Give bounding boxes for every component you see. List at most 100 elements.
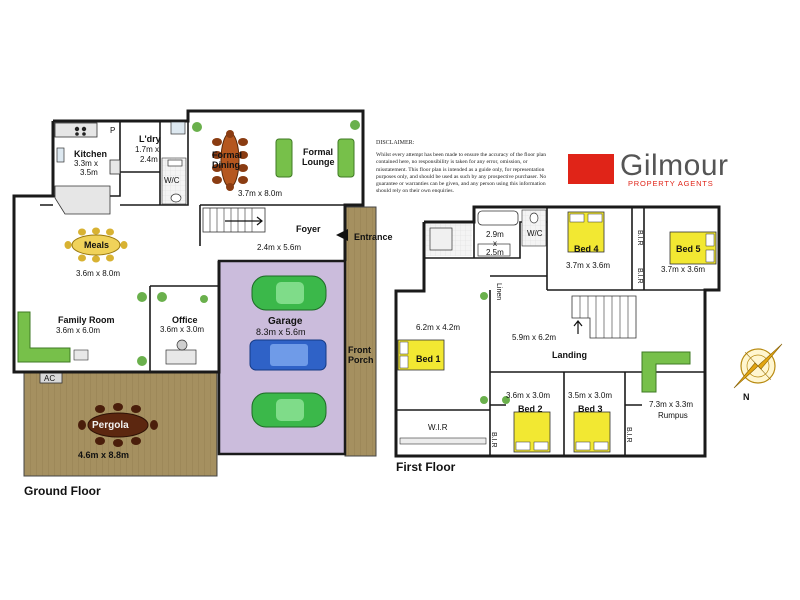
bed4-label: Bed 4 bbox=[574, 244, 599, 254]
dining-lounge-dim: 3.7m x 8.0m bbox=[238, 189, 282, 198]
toilet-icon bbox=[529, 212, 539, 224]
car-icon bbox=[251, 392, 327, 428]
ground-floor-title: Ground Floor bbox=[24, 484, 101, 498]
car-icon bbox=[251, 275, 327, 311]
toilet-icon bbox=[170, 193, 182, 203]
bed-icon bbox=[669, 231, 717, 265]
brand-logo: Gilmour PROPERTY AGENTS bbox=[568, 150, 728, 190]
formal-dining-label: Dining bbox=[212, 160, 240, 170]
wc-label: W/C bbox=[164, 176, 180, 185]
fridge bbox=[109, 159, 121, 175]
office-dim: 3.6m x 3.0m bbox=[160, 325, 204, 334]
disclaimer-line: guarantee or warranties can be given, an… bbox=[376, 181, 546, 188]
bathroom-dim: x bbox=[493, 239, 497, 248]
garage-dim: 8.3m x 5.6m bbox=[256, 327, 306, 337]
meals-table-icon bbox=[64, 227, 128, 263]
plant-icon bbox=[480, 292, 510, 404]
bed1-label: Bed 1 bbox=[416, 354, 441, 364]
brand-name: Gilmour bbox=[620, 149, 729, 182]
pergola-table-icon bbox=[78, 403, 158, 447]
linen-label: Linen bbox=[495, 283, 502, 300]
sink-icon bbox=[56, 147, 65, 163]
lounge-sofas-icon bbox=[275, 138, 355, 178]
first-floor-title: First Floor bbox=[396, 460, 456, 474]
brand-tagline: PROPERTY AGENTS bbox=[628, 179, 714, 188]
kitchen-bench bbox=[54, 185, 111, 215]
landing-label: Landing bbox=[552, 350, 587, 360]
ground-floor-plan: Kitchen 3.3m x 3.5m P L'dry 1.7m x 2.4m … bbox=[12, 109, 393, 477]
formal-dining-label: Formal bbox=[212, 150, 242, 160]
first-floor-plan: 2.9m x 2.5m W/C Bed 4 3.7m x 3.6m B.I.R … bbox=[394, 205, 721, 458]
bed-icon bbox=[567, 211, 605, 253]
basin-icon bbox=[167, 159, 183, 167]
disclaimer-line: misstatement. This floor plan is intende… bbox=[376, 166, 545, 173]
disclaimer-line: should rely on their own enquiries. bbox=[376, 188, 454, 195]
vanity-icon bbox=[477, 243, 511, 257]
shower-icon bbox=[429, 227, 453, 251]
kitchen-dim: 3.5m bbox=[80, 168, 98, 177]
bed1-dim: 6.2m x 4.2m bbox=[416, 323, 460, 332]
bed-icon bbox=[397, 339, 445, 371]
meals-dim: 3.6m x 8.0m bbox=[76, 269, 120, 278]
pantry-label: P bbox=[110, 126, 115, 135]
first-interior-walls bbox=[396, 207, 719, 456]
disclaimer: DISCLAIMER: Whilst every attempt has bee… bbox=[376, 140, 562, 195]
meals-label: Meals bbox=[84, 240, 109, 250]
laundry-tub-icon bbox=[170, 121, 186, 135]
disclaimer-title: DISCLAIMER: bbox=[376, 140, 415, 146]
wir-label: W.I.R bbox=[428, 423, 448, 432]
bed-icon bbox=[513, 411, 551, 453]
bir3-label: B.I.R bbox=[625, 427, 632, 443]
bir4-label: B.I.R bbox=[636, 230, 643, 246]
ac-label: AC bbox=[44, 374, 55, 383]
bed4-dim: 3.7m x 3.6m bbox=[566, 261, 610, 270]
foyer-label: Foyer bbox=[296, 224, 321, 234]
entrance-label: Entrance bbox=[354, 232, 393, 242]
bir2-label: B.I.R bbox=[490, 432, 497, 448]
bathtub-icon bbox=[477, 210, 519, 226]
kitchen-dim: 3.3m x bbox=[74, 159, 98, 168]
wc-label: W/C bbox=[527, 229, 543, 238]
rumpus-dim: 7.3m x 3.3m bbox=[649, 400, 693, 409]
wir-shelf bbox=[399, 437, 487, 445]
bed-icon bbox=[573, 411, 611, 453]
front-porch-label: Front bbox=[348, 345, 371, 355]
office-desk-icon bbox=[165, 339, 197, 365]
disclaimer-line: purposes only, and should be used as suc… bbox=[376, 173, 547, 180]
bathroom-dim: 2.5m bbox=[486, 248, 504, 257]
front-porch-deck bbox=[344, 206, 377, 457]
office-label: Office bbox=[172, 315, 198, 325]
formal-lounge-label: Formal bbox=[303, 147, 333, 157]
bed5-label: Bed 5 bbox=[676, 244, 701, 254]
bed2-dim: 3.6m x 3.0m bbox=[506, 391, 550, 400]
laundry-dim: 1.7m x bbox=[135, 145, 159, 154]
family-room-dim: 3.6m x 6.0m bbox=[56, 326, 100, 335]
stairs-icon bbox=[571, 295, 637, 339]
rumpus-label: Rumpus bbox=[658, 411, 688, 420]
rumpus-sofa-icon bbox=[641, 351, 691, 393]
disclaimer-line: Whilst every attempt has been made to en… bbox=[376, 152, 547, 159]
foyer-dim: 2.4m x 5.6m bbox=[257, 243, 301, 252]
pergola-dim: 4.6m x 8.8m bbox=[78, 450, 129, 460]
bed5-dim: 3.7m x 3.6m bbox=[661, 265, 705, 274]
compass-icon: N bbox=[733, 343, 783, 402]
pergola-label: Pergola bbox=[92, 420, 129, 431]
ground-interior-walls bbox=[40, 121, 345, 372]
bed3-label: Bed 3 bbox=[578, 404, 603, 414]
bed3-dim: 3.5m x 3.0m bbox=[568, 391, 612, 400]
bed2-label: Bed 2 bbox=[518, 404, 543, 414]
family-room-label: Family Room bbox=[58, 315, 115, 325]
family-sofa-icon bbox=[17, 311, 89, 363]
front-porch-label: Porch bbox=[348, 355, 374, 365]
formal-lounge-label: Lounge bbox=[302, 157, 335, 167]
landing-dim: 5.9m x 6.2m bbox=[512, 333, 556, 342]
garage-label: Garage bbox=[268, 316, 303, 327]
laundry-label: L'dry bbox=[139, 134, 161, 144]
cooktop-icon bbox=[74, 126, 87, 136]
laundry-dim: 2.4m bbox=[140, 155, 158, 164]
plant-icon bbox=[137, 120, 360, 366]
bir5-label: B.I.R bbox=[636, 268, 643, 284]
entrance-arrow-icon bbox=[336, 229, 348, 241]
brand-logo-mark bbox=[568, 154, 614, 184]
